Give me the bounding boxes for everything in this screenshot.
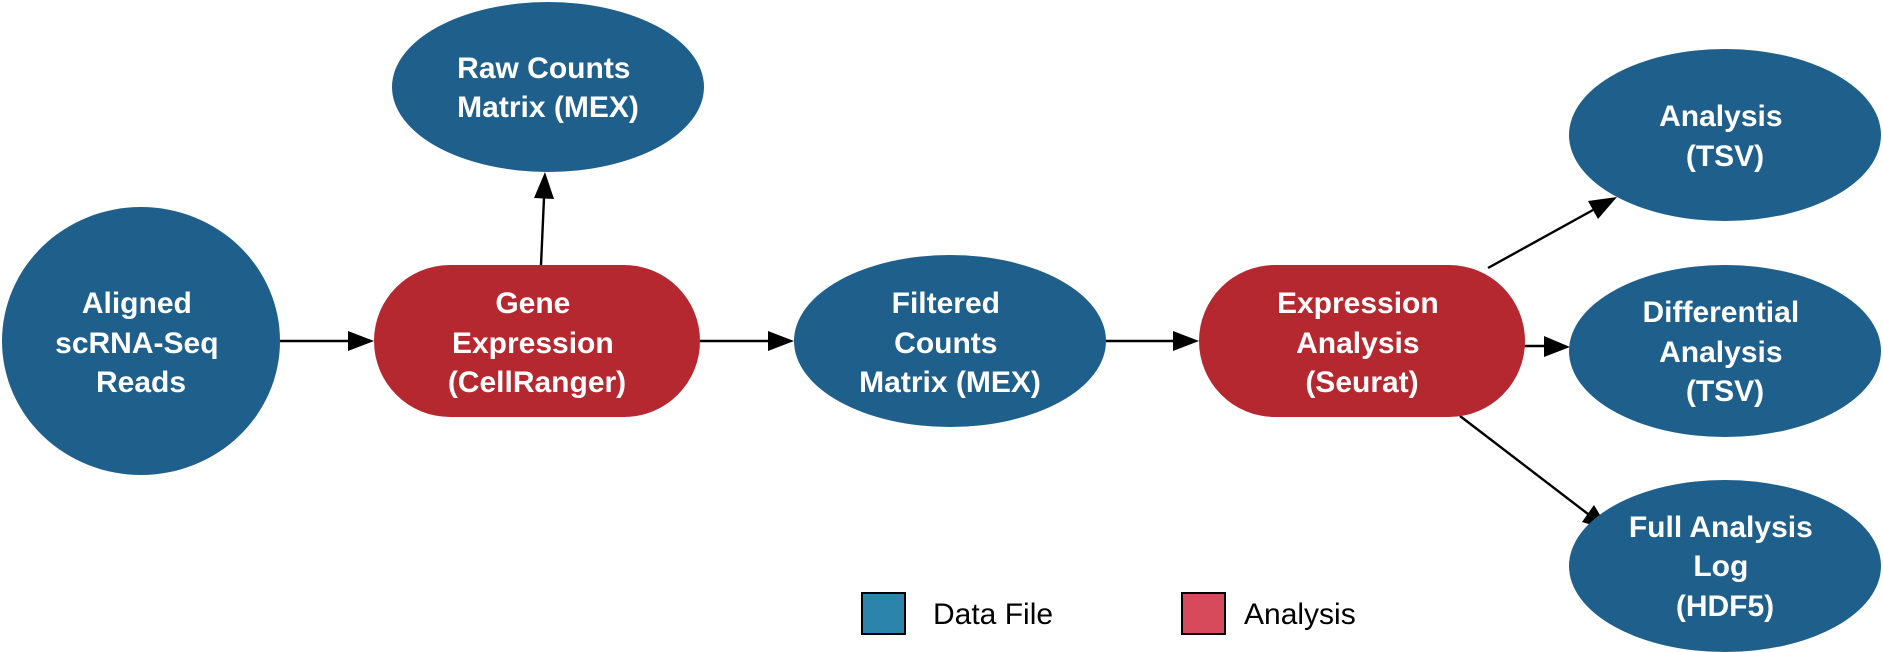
node-label-line: Raw Counts [457,52,630,85]
node-label-line: Analysis [1659,100,1782,133]
node-label-line: Expression [452,327,614,360]
data-file-shape [794,255,1106,427]
edge-expression-analysis-to-full-analysis-log [1459,415,1609,530]
node-analysis-tsv: Analysis (TSV) [1569,49,1881,221]
analysis-shape [374,265,700,417]
node-label-line: Gene [495,287,570,320]
node-label-line: Filtered [892,287,1000,320]
svg-text:Gene Expression (C: Gene Expression (CellRanger) [448,287,626,399]
node-aligned-reads: Aligned scRNA-Seq Reads [2,207,280,475]
svg-text:Raw Counts Matrix (MEX): Raw Counts Matrix (MEX) [457,52,639,124]
node-filtered-counts: Filtered Counts Matrix (MEX) [794,255,1106,427]
node-expression-analysis: Expression Analysis (Seurat) [1199,265,1525,417]
node-differential-analysis: Differential Analysis (TSV) [1569,265,1881,437]
legend-item-data-file: Data File [861,592,1053,635]
node-label-line: (TSV) [1686,140,1764,173]
node-label-line: Analysis [1659,336,1782,369]
svg-text:Expression Analysis: Expression Analysis (Seurat) [1277,287,1447,399]
node-label-line: (CellRanger) [448,366,626,399]
legend: Data File Analysis [861,592,1356,635]
node-label-line: Aligned [82,287,192,320]
node-label-line: (TSV) [1686,375,1764,408]
edges [280,172,1617,530]
node-label-line: Matrix (MEX) [457,91,639,124]
data-file-shape [2,207,280,475]
edge-reads-to-gene-expression [280,331,374,351]
node-label-line: Matrix (MEX) [859,366,1041,399]
node-gene-expression: Gene Expression (CellRanger) [374,265,700,417]
legend-label-data-file: Data File [933,598,1053,631]
data-file-shape [1569,480,1881,652]
node-label-line: (Seurat) [1305,366,1418,399]
data-file-shape [1569,49,1881,221]
node-label-line: scRNA-Seq [55,327,218,360]
data-file-shape [392,2,704,172]
node-raw-counts: Raw Counts Matrix (MEX) [392,2,704,172]
svg-text:Analysis (TSV): Analysis (TSV) [1659,100,1791,173]
node-label-line: Reads [96,366,186,399]
node-label-line: Counts [894,327,997,360]
legend-swatch-data-file [861,592,906,635]
edge-expression-analysis-to-differential-analysis [1524,336,1570,357]
node-label-line: Differential [1642,296,1799,329]
node-label-line: Full Analysis [1629,511,1813,544]
node-full-analysis-log: Full Analysis Log (HDF5) [1569,480,1881,652]
svg-text:Full Analysis Log: Full Analysis Log (HDF5) [1629,511,1821,623]
node-label-line: Log [1693,550,1748,583]
svg-text:Aligned scRNA-Seq: Aligned scRNA-Seq Reads [55,287,227,399]
legend-item-analysis: Analysis [1181,592,1356,635]
edge-gene-expression-to-filtered-counts [700,331,794,351]
legend-label-analysis: Analysis [1244,598,1356,631]
node-label-line: (HDF5) [1676,590,1774,623]
node-label-line: Analysis [1296,327,1419,360]
analysis-shape [1199,265,1525,417]
edge-expression-analysis-to-analysis-tsv [1487,197,1617,270]
data-file-shape [1569,265,1881,437]
edge-gene-expression-to-raw-counts [534,172,554,266]
legend-swatch-analysis [1181,592,1226,635]
node-label-line: Expression [1277,287,1439,320]
edge-filtered-counts-to-expression-analysis [1106,331,1199,351]
svg-text:Filtered Counts Ma: Filtered Counts Matrix (MEX) [859,287,1041,399]
svg-text:Differential Analysis: Differential Analysis (TSV) [1642,296,1807,408]
